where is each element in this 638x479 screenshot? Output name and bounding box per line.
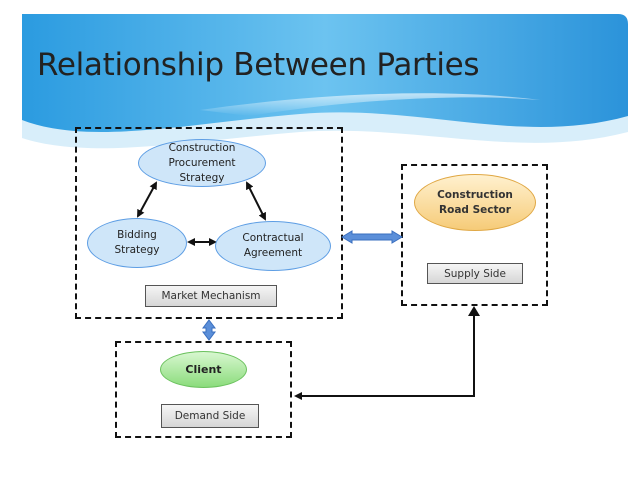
contractual-agreement-node: Contractual Agreement	[215, 221, 331, 271]
client-node: Client	[160, 351, 247, 388]
road-sector-node: Construction Road Sector	[414, 174, 536, 231]
supply-side-label: Supply Side	[427, 263, 523, 284]
slide-title: Relationship Between Parties	[37, 47, 480, 83]
market-supply-double-arrow	[341, 230, 403, 244]
demand-side-label: Demand Side	[161, 404, 259, 428]
procurement-bidding-arrow	[137, 181, 157, 218]
supply-side-group	[401, 164, 548, 306]
procurement-strategy-node: Construction Procurement Strategy	[138, 139, 266, 187]
market-demand-double-arrow	[202, 319, 216, 341]
market-mechanism-label: Market Mechanism	[145, 285, 277, 307]
procurement-contractual-arrow	[246, 181, 266, 221]
supply-client-connector	[294, 308, 475, 400]
bidding-strategy-node: Bidding Strategy	[87, 218, 187, 268]
demand-side-group	[115, 341, 292, 438]
market-mechanism-group	[75, 127, 343, 319]
